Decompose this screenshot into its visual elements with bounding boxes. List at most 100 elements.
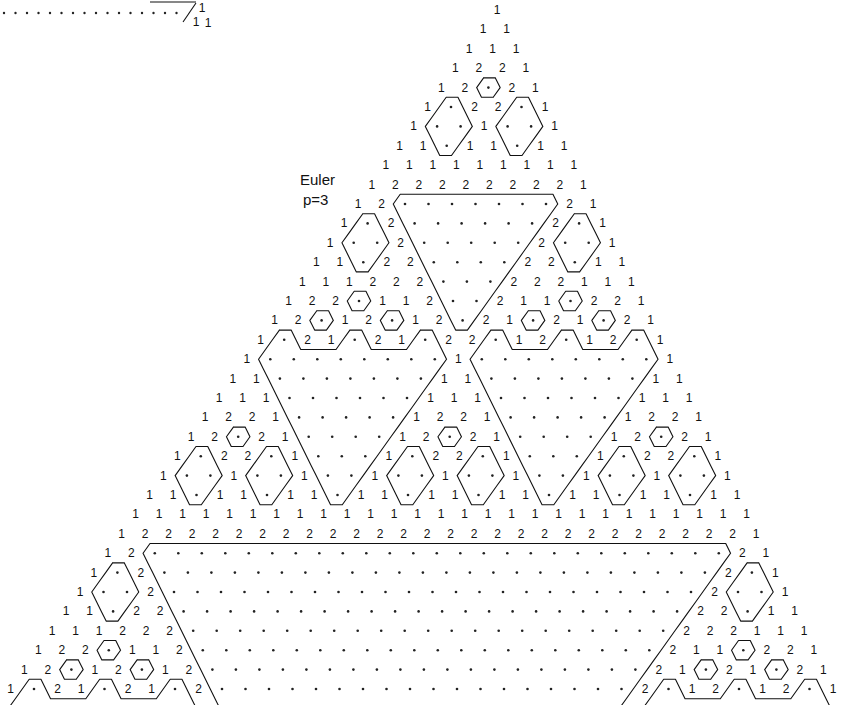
triangle-entry: 1	[597, 450, 604, 462]
triangle-entry: 2	[697, 605, 704, 617]
zero-dot	[112, 610, 115, 613]
zero-dot	[488, 610, 491, 613]
zero-dot	[336, 494, 339, 497]
zero-dot	[431, 591, 434, 594]
triangle-entry: 2	[445, 334, 452, 346]
zero-dot	[33, 688, 36, 691]
triangle-entry: 1	[403, 295, 410, 307]
triangle-entry: 1	[599, 217, 606, 229]
zero-dot	[270, 455, 273, 458]
zero-dot	[413, 222, 416, 225]
zero-dot	[177, 552, 180, 555]
zero-dot	[506, 552, 509, 555]
triangle-entry: 2	[539, 334, 546, 346]
zero-dot	[587, 668, 590, 671]
zero-dot	[266, 494, 269, 497]
zero-dot	[335, 397, 338, 400]
zero-dot	[450, 630, 453, 633]
zero-dot	[542, 436, 545, 439]
zero-dot	[387, 358, 390, 361]
zero-dot	[497, 630, 500, 633]
triangle-entry: 2	[533, 179, 540, 191]
zero-dot	[622, 358, 625, 361]
zero-region-outline	[8, 78, 831, 705]
triangle-entry: 1	[579, 508, 586, 520]
zero-dot	[409, 688, 412, 691]
zero-dot	[234, 571, 237, 574]
triangle-entry: 2	[426, 295, 433, 307]
zero-dot	[455, 591, 458, 594]
triangle-entry: 1	[313, 256, 320, 268]
zero-dot	[350, 474, 353, 477]
zero-dot	[423, 242, 426, 245]
triangle-entry: 1	[342, 314, 349, 326]
triangle-entry: 2	[236, 528, 243, 540]
triangle-entry: 2	[400, 528, 407, 540]
zero-dot	[257, 571, 260, 574]
zero-dot	[243, 591, 246, 594]
triangle-entry: 2	[375, 334, 382, 346]
zero-dot	[601, 649, 604, 652]
zero-dot	[552, 455, 555, 458]
zero-dot	[154, 552, 157, 555]
zero-dot	[464, 610, 467, 613]
zero-dot	[163, 571, 166, 574]
triangle-entry: 1	[129, 644, 136, 656]
triangle-entry: 1	[257, 334, 264, 346]
triangle-entry: 2	[125, 683, 132, 695]
zero-dot	[466, 280, 469, 283]
zero-dot	[363, 358, 366, 361]
triangle-entry: 2	[143, 625, 150, 637]
zero-dot	[487, 86, 490, 89]
triangle-entry: 1	[174, 450, 181, 462]
triangle-entry: 1	[743, 508, 750, 520]
triangle-entry: 1	[170, 489, 177, 501]
triangle-entry: 2	[681, 431, 688, 443]
zero-dot	[286, 630, 289, 633]
zero-dot	[323, 610, 326, 613]
zero-dot	[553, 552, 556, 555]
fragment-dot	[72, 12, 74, 14]
zero-dot	[576, 455, 579, 458]
zero-dot	[210, 571, 213, 574]
triangle-entry: 2	[383, 256, 390, 268]
triangle-entry: 1	[49, 625, 56, 637]
triangle-entry: 2	[483, 314, 490, 326]
zero-dot	[368, 416, 371, 419]
zero-dot	[602, 319, 605, 322]
triangle-entry: 2	[730, 625, 737, 637]
zero-dot	[746, 610, 749, 613]
zero-dot	[461, 319, 464, 322]
zero-dot	[187, 571, 190, 574]
zero-dot	[587, 242, 590, 245]
triangle-entry: 1	[520, 295, 527, 307]
triangle-entry: 1	[513, 470, 520, 482]
zero-dot	[201, 552, 204, 555]
zero-dot	[578, 222, 581, 225]
zero-dot	[511, 610, 514, 613]
triangle-entry: 1	[547, 159, 554, 171]
triangle-entry: 1	[474, 392, 481, 404]
triangle-entry: 1	[217, 489, 224, 501]
zero-dot	[618, 494, 621, 497]
fragment-dot	[175, 12, 177, 14]
triangle-entry: 2	[783, 683, 790, 695]
zero-dot	[519, 436, 522, 439]
zero-dot	[474, 630, 477, 633]
triangle-entry: 1	[438, 82, 445, 94]
triangle-entry: 1	[263, 392, 270, 404]
zero-dot	[376, 242, 379, 245]
triangle-entry: 1	[86, 605, 93, 617]
zero-dot	[521, 630, 524, 633]
zero-dot	[459, 552, 462, 555]
triangle-entry: 1	[476, 159, 483, 171]
triangle-entry: 1	[118, 528, 125, 540]
zero-dot	[389, 552, 392, 555]
triangle-entry: 1	[379, 295, 386, 307]
zero-dot	[705, 668, 708, 671]
triangle-entry: 1	[602, 508, 609, 520]
zero-dot	[516, 145, 519, 148]
fragment-dot	[26, 12, 28, 14]
triangle-entry: 1	[489, 43, 496, 55]
triangle-entry: 2	[416, 179, 423, 191]
